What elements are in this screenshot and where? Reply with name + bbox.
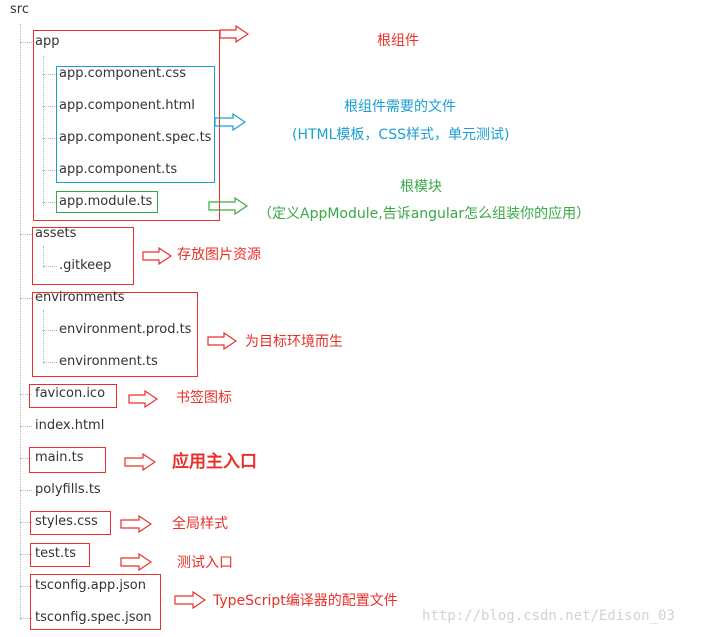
connector <box>43 74 57 75</box>
favicon-box <box>29 384 117 408</box>
connector <box>43 170 57 171</box>
connector <box>20 618 32 619</box>
tsconfig-box <box>30 574 161 630</box>
connector <box>43 362 57 363</box>
connector <box>43 138 57 139</box>
tree-folder-environments: environments <box>35 290 125 305</box>
arrow-right-icon <box>208 197 248 215</box>
connector <box>20 298 32 299</box>
assets-folder-box <box>32 227 134 285</box>
connector <box>43 202 57 203</box>
styles-box <box>30 511 111 535</box>
environments-folder-box <box>32 292 198 377</box>
arrow-right-icon <box>207 332 237 350</box>
note-test-entry: 测试入口 <box>177 555 233 571</box>
arrow-right-icon <box>120 553 152 571</box>
note-component-files-detail: (HTML模板，CSS样式，单元测试) <box>292 127 510 143</box>
test-box <box>30 543 90 567</box>
note-global-styles: 全局样式 <box>172 516 228 532</box>
tree-trunk-line <box>20 24 21 620</box>
environments-branch-line <box>43 310 44 364</box>
tree-file-app-component-html: app.component.html <box>59 98 195 113</box>
connector <box>20 42 32 43</box>
arrow-right-icon <box>174 591 206 609</box>
note-assets: 存放图片资源 <box>177 247 261 263</box>
app-module-box <box>56 191 158 213</box>
connector <box>20 394 32 395</box>
arrow-right-icon <box>120 515 152 533</box>
arrow-right-icon <box>214 113 246 131</box>
tree-folder-assets: assets <box>35 226 77 241</box>
tree-file-app-module: app.module.ts <box>59 194 153 209</box>
connector <box>20 586 32 587</box>
note-favicon: 书签图标 <box>176 390 232 406</box>
arrow-right-icon <box>128 390 158 408</box>
connector <box>43 266 57 267</box>
connector <box>20 234 32 235</box>
watermark: http://blog.csdn.net/Edison_03 <box>422 608 675 624</box>
tree-root-src: src <box>10 2 29 17</box>
note-component-files: 根组件需要的文件 <box>344 99 456 115</box>
connector <box>20 554 32 555</box>
connector <box>20 426 32 427</box>
app-branch-line <box>43 56 44 206</box>
tree-file-test: test.ts <box>35 546 76 561</box>
connector <box>20 458 32 459</box>
tree-file-tsconfig-app: tsconfig.app.json <box>35 578 146 593</box>
note-root-module-detail: （定义AppModule,告诉angular怎么组装你的应用） <box>258 206 591 222</box>
connector <box>43 330 57 331</box>
tree-file-app-component-ts: app.component.ts <box>59 162 178 177</box>
note-root-component: 根组件 <box>377 33 419 49</box>
tree-file-index: index.html <box>35 418 105 433</box>
tree-file-main: main.ts <box>35 450 84 465</box>
connector <box>20 490 32 491</box>
arrow-right-icon <box>142 247 172 265</box>
tree-file-app-component-css: app.component.css <box>59 66 186 81</box>
assets-branch-line <box>43 246 44 268</box>
tree-file-env-prod: environment.prod.ts <box>59 322 192 337</box>
note-environments: 为目标环境而生 <box>245 334 343 350</box>
connector <box>43 106 57 107</box>
tree-file-app-component-spec: app.component.spec.ts <box>59 130 212 145</box>
tree-file-favicon: favicon.ico <box>35 386 106 401</box>
tree-file-gitkeep: .gitkeep <box>59 258 112 273</box>
connector <box>20 522 32 523</box>
tree-file-tsconfig-spec: tsconfig.spec.json <box>35 610 152 625</box>
tree-file-env: environment.ts <box>59 354 158 369</box>
note-tsconfig: TypeScript编译器的配置文件 <box>213 593 398 609</box>
arrow-right-icon <box>124 453 156 471</box>
tree-file-polyfills: polyfills.ts <box>35 482 101 497</box>
main-box <box>29 447 106 473</box>
note-main-entry: 应用主入口 <box>172 452 257 472</box>
tree-folder-app: app <box>35 34 60 49</box>
tree-file-styles: styles.css <box>35 514 98 529</box>
arrow-right-icon <box>219 25 249 43</box>
note-root-module: 根模块 <box>400 179 442 195</box>
